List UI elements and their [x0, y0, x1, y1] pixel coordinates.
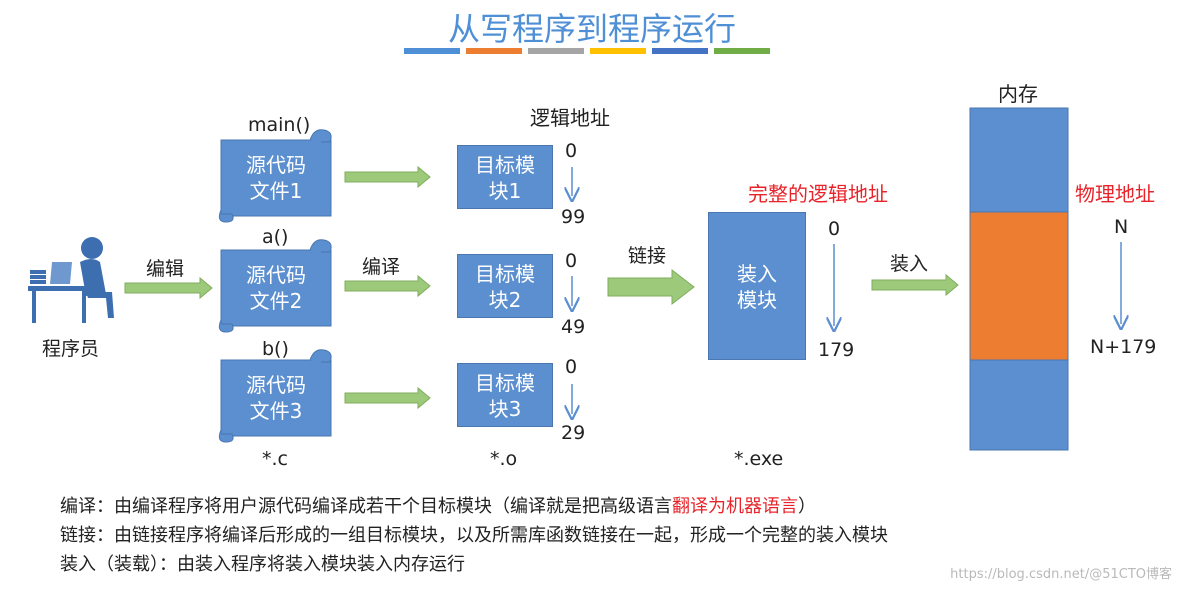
page-title: 从写程序到程序运行 — [447, 10, 736, 48]
source-file-scroll-3 — [218, 349, 332, 443]
module-2-start: 0 — [565, 250, 578, 272]
load-module-start: 0 — [828, 218, 841, 240]
link-description: 链接：由链接程序将编译后形成的一组目标模块，以及所需库函数链接在一起，形成一个完… — [60, 525, 888, 546]
object-module-2-line2: 块2 — [488, 288, 522, 312]
load-arrow — [871, 273, 959, 297]
memory-loaded-segment — [969, 211, 1069, 361]
compile-label: 编译 — [362, 256, 401, 278]
load-description: 装入（装载）：由装入程序将装入模块装入内存运行 — [60, 554, 465, 575]
ext-o: *.o — [490, 448, 518, 470]
title-bar-gray — [528, 48, 584, 54]
object-module-3-line1: 目标模 — [475, 371, 535, 395]
module-3-end: 29 — [561, 422, 586, 444]
source-file-2-func: a() — [262, 226, 289, 248]
object-module-1-line2: 块1 — [488, 179, 522, 203]
source-file-3-line2: 文件3 — [249, 399, 303, 423]
title-bar-green — [714, 48, 770, 54]
compile-description-end: ） — [798, 496, 816, 517]
source-file-2-line1: 源代码 — [246, 263, 306, 287]
watermark: https://blog.csdn.net/@51CTO博客 — [950, 567, 1172, 582]
object-module-3: 目标模 块3 — [457, 363, 553, 427]
compile-arrow-3 — [344, 386, 431, 410]
object-module-3-line2: 块3 — [488, 397, 522, 421]
module-1-end: 99 — [561, 206, 586, 228]
memory-bottom-segment — [969, 359, 1069, 451]
ext-c: *.c — [262, 448, 288, 470]
title-bar-blue — [404, 48, 460, 54]
source-file-2-line2: 文件2 — [249, 289, 303, 313]
load-module: 装入 模块 — [708, 212, 806, 360]
load-module-end: 179 — [818, 339, 855, 361]
source-file-2: 源代码 文件2 — [221, 250, 331, 326]
module-1-start: 0 — [565, 140, 578, 162]
source-file-1-func: main() — [248, 114, 311, 136]
title-bar-yellow — [590, 48, 646, 54]
link-label: 链接 — [628, 245, 667, 267]
source-file-scroll-2 — [218, 239, 332, 333]
compile-arrow-1 — [344, 165, 431, 189]
link-arrow — [607, 268, 695, 306]
title-bar-darkblue — [652, 48, 708, 54]
programmer-label: 程序员 — [42, 338, 100, 360]
source-file-3: 源代码 文件3 — [221, 360, 331, 436]
load-module-line1: 装入 — [737, 262, 777, 286]
ext-exe: *.exe — [734, 448, 784, 470]
source-file-1-line2: 文件1 — [249, 179, 303, 203]
source-file-1: 源代码 文件1 — [221, 140, 331, 216]
object-module-1-line1: 目标模 — [475, 153, 535, 177]
load-module-line2: 模块 — [737, 288, 777, 312]
physical-start: N — [1114, 216, 1129, 238]
load-label: 装入 — [890, 253, 929, 275]
programmer-at-desk-icon — [28, 237, 114, 323]
source-file-scroll-1 — [218, 129, 332, 223]
source-file-1-line1: 源代码 — [246, 153, 306, 177]
memory-top-segment — [969, 107, 1069, 213]
object-module-2-line1: 目标模 — [475, 262, 535, 286]
source-file-3-func: b() — [262, 338, 289, 360]
complete-logical-address-label: 完整的逻辑地址 — [748, 182, 888, 206]
edit-label: 编辑 — [146, 258, 185, 280]
source-file-3-line1: 源代码 — [246, 373, 306, 397]
physical-address-label: 物理地址 — [1075, 182, 1155, 206]
memory-label: 内存 — [998, 82, 1038, 106]
module-2-end: 49 — [561, 316, 586, 338]
compile-arrow-2 — [344, 274, 431, 298]
object-module-1: 目标模 块1 — [457, 145, 553, 209]
compile-description-highlight: 翻译为机器语言 — [672, 496, 798, 517]
edit-arrow — [124, 276, 213, 300]
logical-address-label: 逻辑地址 — [530, 106, 610, 130]
compile-description: 编译：由编译程序将用户源代码编译成若干个目标模块（编译就是把高级语言翻译为机器语… — [60, 492, 816, 518]
physical-end: N+179 — [1090, 336, 1157, 358]
title-bar-orange — [466, 48, 522, 54]
object-module-2: 目标模 块2 — [457, 254, 553, 318]
compile-description-text: 编译：由编译程序将用户源代码编译成若干个目标模块（编译就是把高级语言 — [60, 496, 672, 517]
module-3-start: 0 — [565, 356, 578, 378]
